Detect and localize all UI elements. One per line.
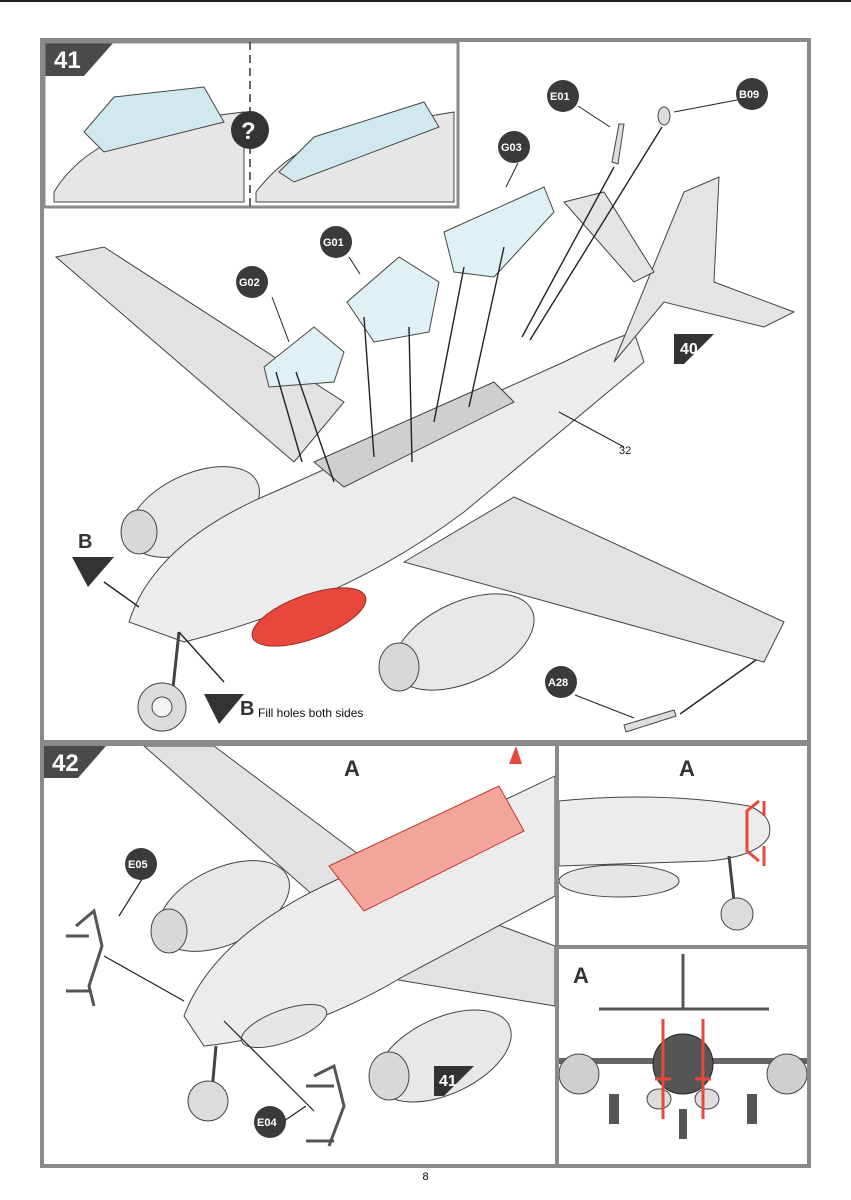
part-e05-shape [66,908,104,1007]
leader-lines [271,99,738,719]
step-41-illustration: 41 ? [44,42,796,733]
assembly-arrows [103,126,757,715]
label-g02: G02 [239,277,260,289]
label-g03: G03 [501,142,522,154]
front-right-engine [766,1053,807,1095]
label-e01: E01 [550,91,570,103]
front-left-tank [646,1088,672,1110]
drop-tank-42 [240,1003,328,1049]
fill-holes-note: Fill holes both sides [258,706,363,720]
part-e04-shape [306,1063,346,1147]
step-41-panel: 41 ? [44,42,807,740]
step-42-panel: 42 A [44,746,555,1164]
front-right-wheel [747,1094,757,1124]
label-e04: E04 [257,1117,277,1129]
side-engine [559,864,680,898]
label-a28: A28 [548,677,568,689]
cockpit-opening [313,381,515,488]
view-b-top-triangle [72,557,114,587]
part-b09-shape [657,106,671,126]
label-g01: G01 [323,237,344,249]
ref-40-tab [674,334,714,364]
ref-41-number: 41 [439,1073,457,1090]
label-b09: B09 [739,89,759,101]
part-g03-shape [443,186,555,278]
callout-b-bottom: B [240,698,254,720]
ref-40-number: 40 [680,341,698,358]
step-42-number: 42 [52,750,79,777]
part-labels: E01 B09 G03 G01 G02 A28 [236,78,768,698]
right-intake-42 [368,1051,410,1101]
drop-tank-highlight [251,587,367,647]
label-e05: E05 [128,859,148,871]
view-b-bottom-triangle [204,694,244,724]
question-icon [231,111,269,149]
left-tailplane [563,191,655,283]
part-g02-shape [263,326,345,388]
inset-left-canopy [83,86,225,153]
left-intake-42 [150,908,188,954]
callout-32: 32 [619,445,631,457]
left-wing [54,246,345,463]
right-wing [402,496,785,663]
side-view-illustration: A [559,756,771,931]
right-engine-intake [378,642,420,692]
part-g01-shape [346,256,440,343]
badge-e05 [125,848,157,880]
front-antenna-highlight [655,1019,711,1119]
step-42-illustration: 42 A [44,746,555,1147]
question-mark: ? [241,118,256,145]
nose-wheel-hub [151,696,173,718]
antenna-highlight [509,746,522,764]
part-a28-shape [623,709,677,733]
inset-right-canopy [278,101,440,183]
top-rule [0,0,851,2]
side-antenna-highlight [745,799,766,866]
callout-b-top: B [78,531,92,553]
part-e01-shape [611,123,625,165]
step-42-tab [44,746,106,778]
step-41-tab [44,42,114,76]
left-engine-intake [120,509,158,555]
tail-assembly [613,176,796,363]
callout-a-main: A [344,756,360,781]
ref-41-tab [434,1066,474,1096]
side-gear-strut [727,855,736,902]
step-41-number: 41 [54,47,81,74]
side-fuselage [559,796,771,867]
front-nose-wheel [679,1109,687,1139]
callout-a-side: A [679,756,695,781]
canopy-highlight [328,785,525,912]
side-wheel [720,897,754,931]
page-number: 8 [422,1171,429,1183]
side-view-panel: A [559,746,807,945]
front-right-tank [694,1088,720,1110]
callout-a-front: A [573,963,589,988]
nose-wheel-42 [187,1080,229,1122]
front-left-engine [559,1053,600,1095]
front-left-wheel [609,1094,619,1124]
badge-e04 [254,1106,286,1138]
front-view-panel: A [559,949,807,1164]
arrows-42 [103,875,315,1122]
front-view-illustration: A [559,954,807,1139]
cockpit-option-inset [44,42,460,209]
instruction-frame: 41 ? [40,38,811,1168]
